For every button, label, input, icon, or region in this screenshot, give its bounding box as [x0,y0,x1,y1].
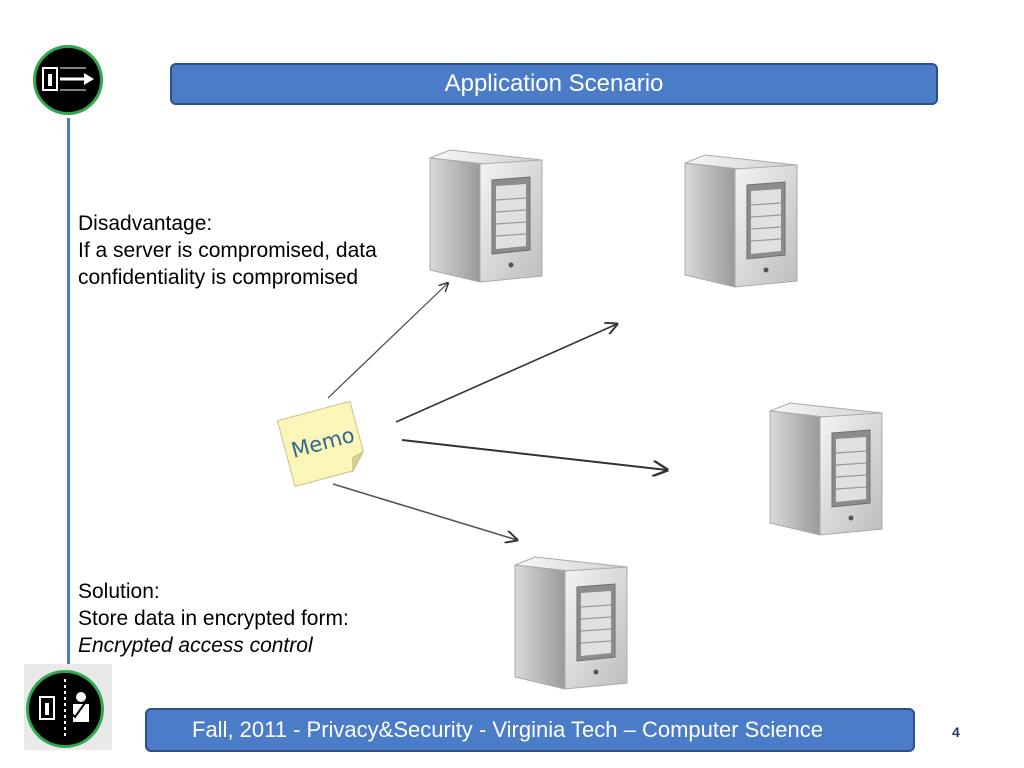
server-icon [514,556,628,690]
solution-text: Solution: Store data in encrypted form: … [78,578,349,659]
solution-line-2: Encrypted access control [78,634,313,657]
solution-heading: Solution: [78,580,160,603]
arrow-icon [332,483,517,540]
server-icon [429,149,543,283]
disadvantage-text: Disadvantage: If a server is compromised… [78,210,377,291]
memo-note-icon: Memo [276,400,365,488]
logo-icon [33,45,103,115]
footer-bar: Fall, 2011 - Privacy&Security - Virginia… [145,708,915,752]
server-icon [769,402,883,536]
title-bar: Application Scenario [170,63,938,105]
page-number: 4 [952,724,960,740]
disadvantage-line-1: If a server is compromised, data [78,239,377,262]
footer-text: Fall, 2011 - Privacy&Security - Virginia… [192,717,823,742]
arrow-icon [401,439,667,470]
arrow-icon [395,324,617,423]
logo-icon [26,670,104,748]
left-vertical-line [67,118,70,670]
server-icon [684,154,798,288]
disadvantage-line-2: confidentiality is compromised [78,266,359,289]
solution-line-1: Store data in encrypted form: [78,607,349,630]
slide-title: Application Scenario [444,70,664,97]
disadvantage-heading: Disadvantage: [78,212,213,235]
arrow-icon [327,283,448,399]
